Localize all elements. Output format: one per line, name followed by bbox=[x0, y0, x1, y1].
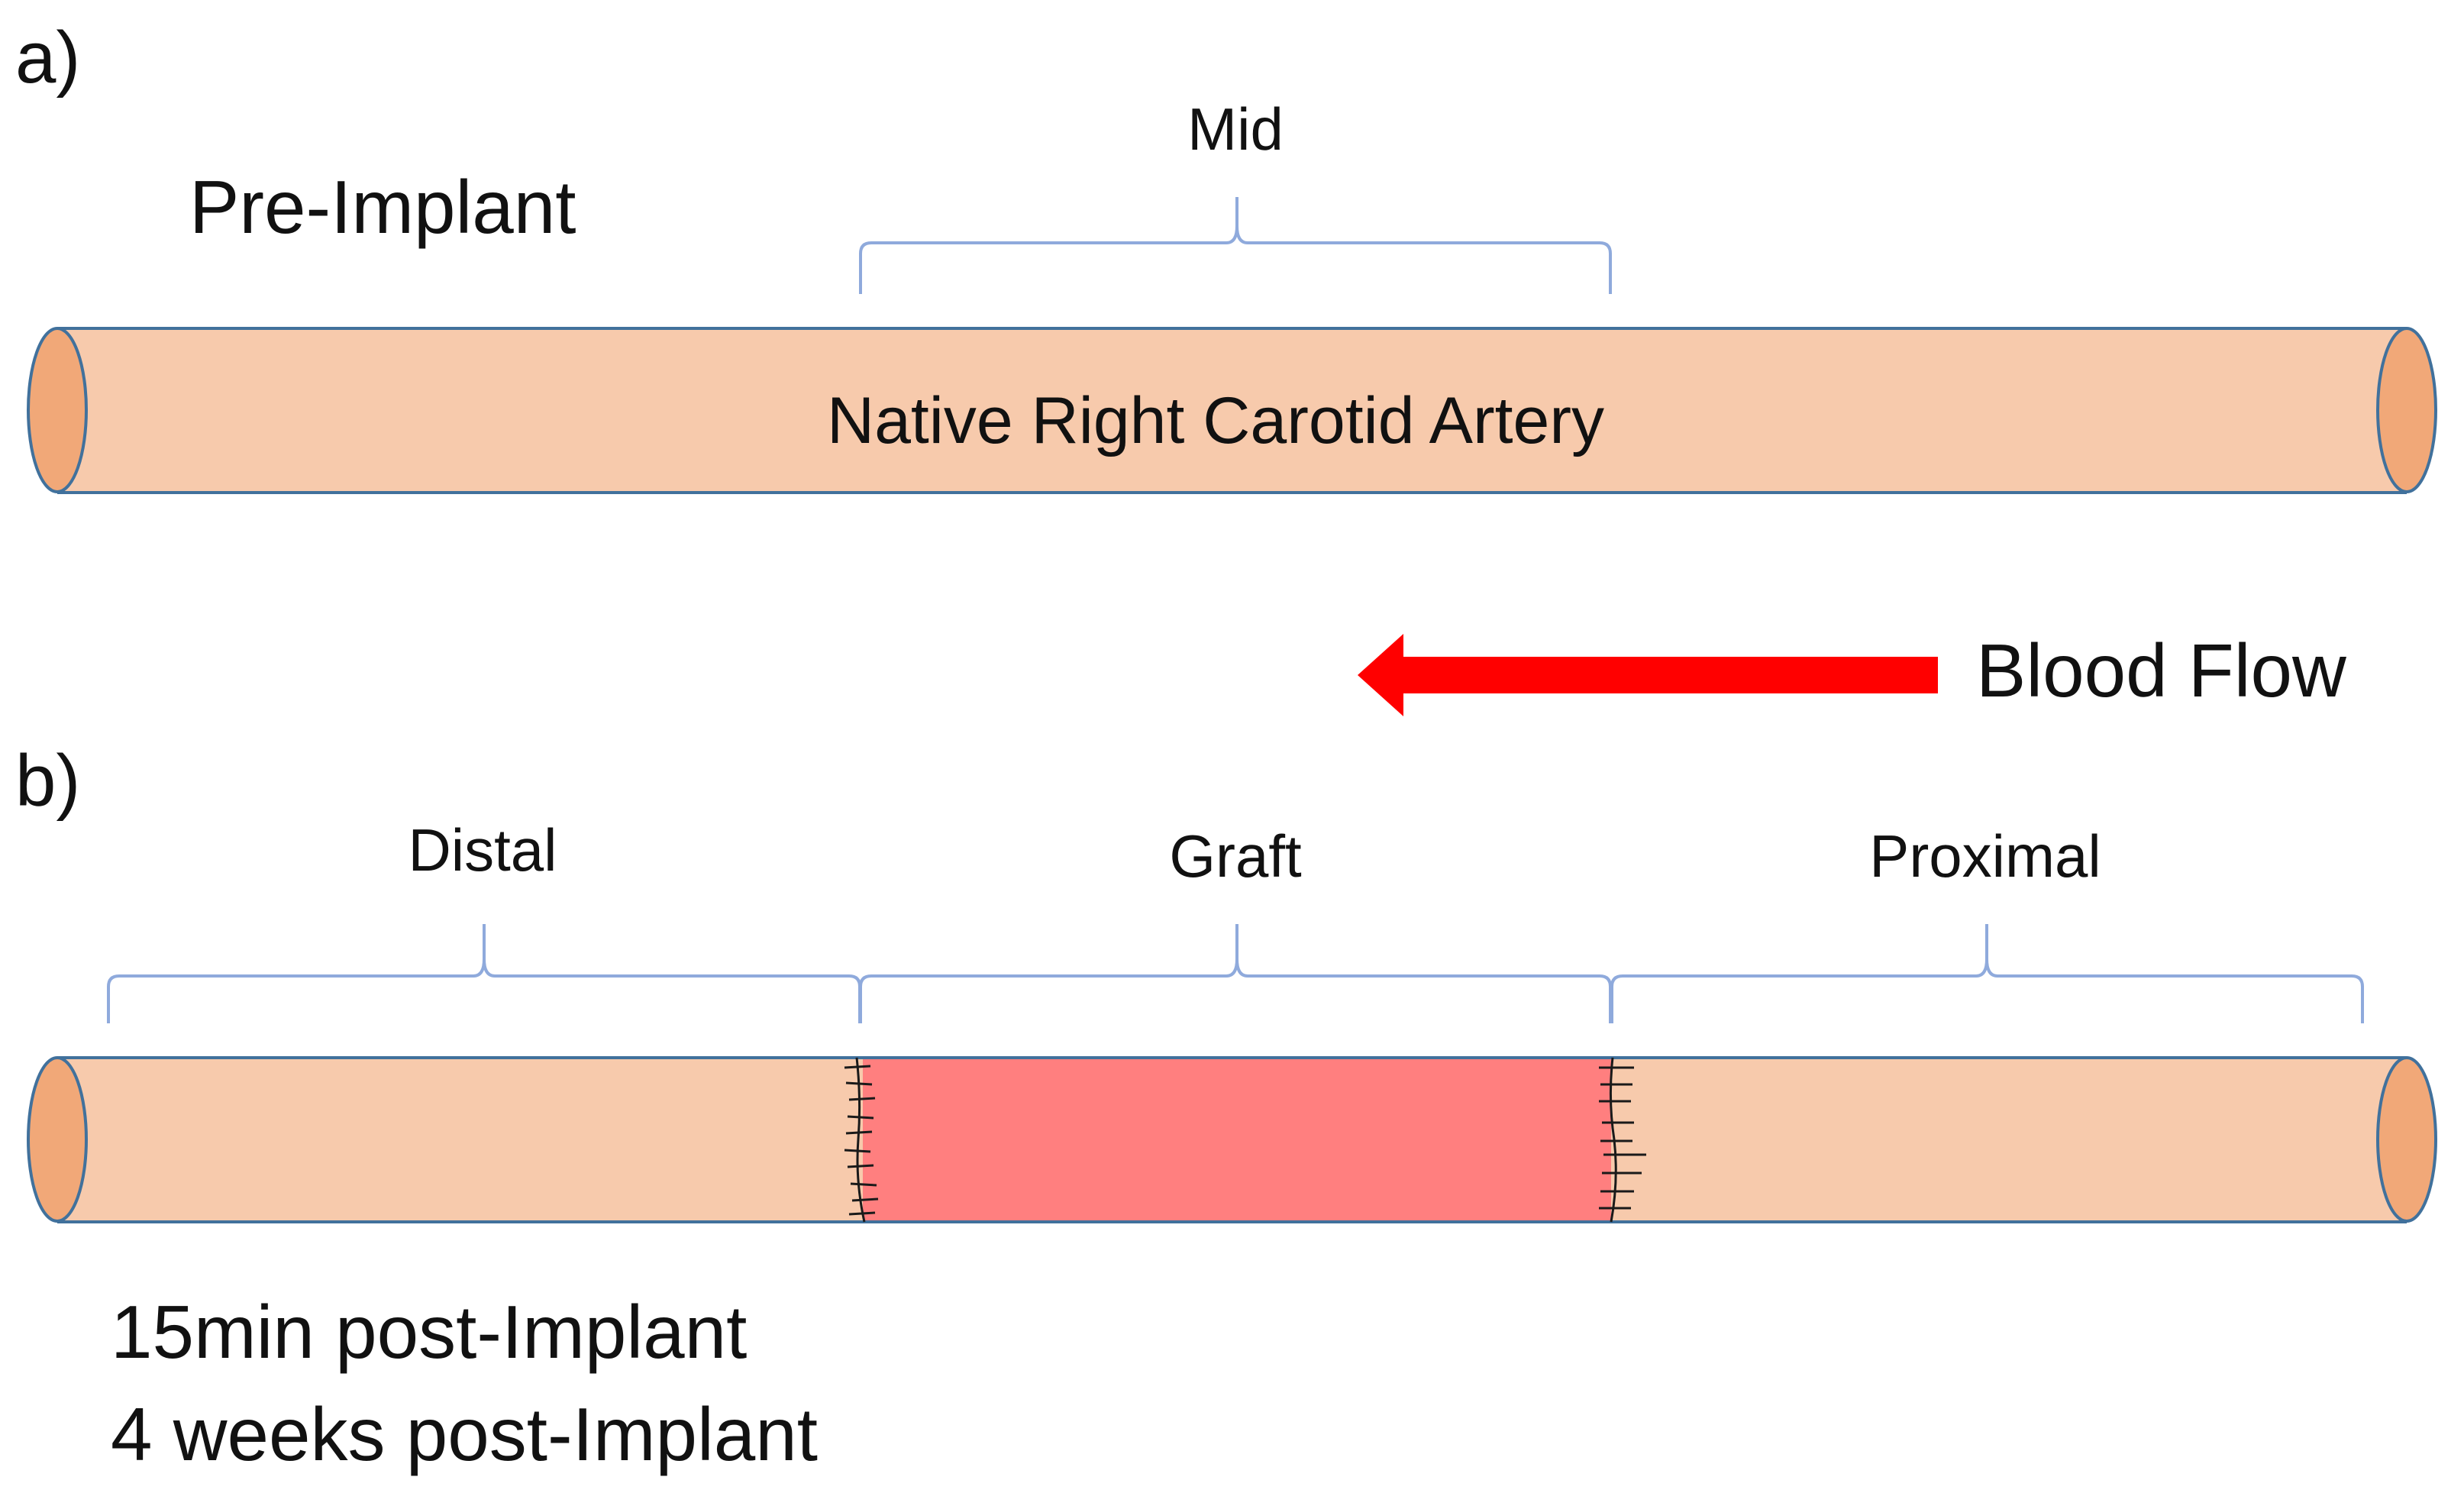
blood-flow-label: Blood Flow bbox=[1976, 629, 2347, 713]
pre-implant-label: Pre-Implant bbox=[189, 165, 576, 249]
distal-segment bbox=[57, 1058, 863, 1222]
proximal-segment bbox=[1611, 1058, 2407, 1222]
graft-segment bbox=[863, 1058, 1611, 1222]
distal-anastomosis-sutures bbox=[844, 1057, 879, 1223]
graft-bracket bbox=[859, 924, 1612, 1023]
proximal-anastomosis-sutures bbox=[1599, 1057, 1646, 1223]
grafted-artery-right-end bbox=[2376, 1056, 2437, 1223]
grafted-artery-left-end bbox=[27, 1056, 88, 1223]
mid-bracket bbox=[859, 197, 1612, 294]
native-artery-left-end bbox=[27, 327, 88, 493]
distal-bracket-label: Distal bbox=[408, 816, 557, 884]
native-artery-right-end bbox=[2376, 327, 2437, 493]
native-artery-vessel bbox=[27, 327, 2437, 494]
proximal-bracket-label: Proximal bbox=[1869, 822, 2101, 890]
panel-a-label: a) bbox=[15, 17, 80, 99]
native-artery-label: Native Right Carotid Artery bbox=[827, 384, 1604, 457]
graft-bracket-label: Graft bbox=[1169, 822, 1302, 890]
panel-b-label: b) bbox=[15, 740, 80, 822]
mid-bracket-label: Mid bbox=[1187, 95, 1284, 163]
timepoint-15min: 15min post-Implant bbox=[111, 1290, 747, 1374]
blood-flow-arrow bbox=[1358, 634, 1938, 716]
native-artery-body bbox=[57, 328, 2407, 493]
proximal-bracket bbox=[1610, 924, 2364, 1023]
timepoint-4weeks: 4 weeks post-Implant bbox=[111, 1392, 818, 1476]
grafted-artery-vessel bbox=[27, 1056, 2437, 1223]
distal-bracket bbox=[107, 924, 861, 1023]
